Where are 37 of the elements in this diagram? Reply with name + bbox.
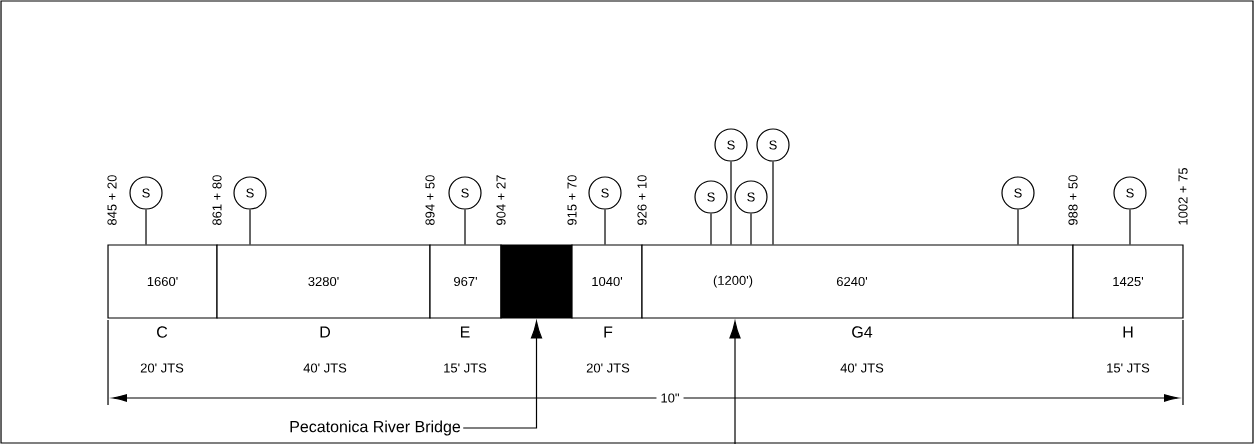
station-label: 845 + 20 bbox=[107, 175, 117, 226]
station-label: 894 + 50 bbox=[425, 175, 435, 226]
joint-spacing-label: 40' JTS bbox=[840, 363, 884, 373]
section-letter: H bbox=[1123, 326, 1133, 338]
stem-line bbox=[710, 213, 712, 245]
bridge-box bbox=[500, 244, 573, 319]
stem-line bbox=[730, 161, 732, 245]
section-letter: F bbox=[604, 326, 613, 338]
stem-line bbox=[1017, 209, 1019, 245]
node-label: 6240' bbox=[836, 276, 868, 287]
stem-line bbox=[145, 209, 147, 245]
station-label: 861 + 80 bbox=[212, 175, 222, 226]
arrow bbox=[729, 321, 741, 444]
bridge-label: Pecatonica River Bridge bbox=[290, 420, 461, 436]
joint-spacing-label: 20' JTS bbox=[140, 363, 184, 373]
section-letter: G4 bbox=[852, 326, 873, 338]
section-letter: D bbox=[320, 326, 330, 338]
segment-box: 1425' bbox=[1072, 244, 1184, 319]
station-label: 915 + 70 bbox=[567, 175, 577, 225]
stem-line bbox=[464, 209, 466, 245]
joint-spacing-label: 15' JTS bbox=[1107, 363, 1150, 373]
stem-line bbox=[249, 209, 251, 245]
node-label: (1200') bbox=[713, 275, 753, 288]
stem-line bbox=[604, 209, 606, 245]
stem-line bbox=[1129, 209, 1131, 245]
section-letter: C bbox=[157, 326, 168, 338]
segment-box: 1040' bbox=[571, 244, 643, 319]
stem-line bbox=[772, 161, 774, 245]
segment-box: 1660' bbox=[107, 244, 218, 319]
joint-spacing-label: 40' JTS bbox=[303, 363, 347, 373]
station-label: 926 + 10 bbox=[637, 175, 647, 225]
segment-box: 967' bbox=[429, 244, 502, 319]
joint-spacing-label: 20' JTS bbox=[586, 363, 630, 373]
station-label: 904 + 27 bbox=[496, 175, 506, 225]
station-label: 1002 + 75 bbox=[1178, 167, 1188, 225]
station-label: 988 + 50 bbox=[1068, 175, 1078, 225]
stem-line bbox=[750, 213, 752, 245]
